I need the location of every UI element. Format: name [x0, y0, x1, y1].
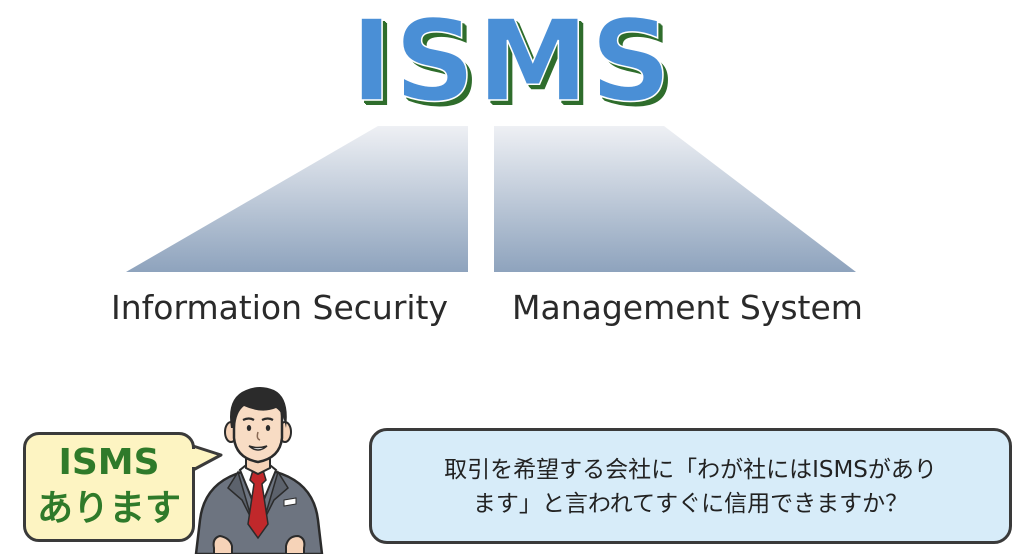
speech-bubble: ISMS あります [23, 432, 195, 542]
caption-management-system: Management System [512, 288, 863, 327]
question-line-2: ます」と言われてすぐに信用できますか？ [472, 491, 909, 517]
question-line-1: 取引を希望する会社に「わが社にはISMSがあり [444, 457, 937, 483]
bubble-line-isms: ISMS [58, 442, 160, 483]
road-right-half [494, 126, 856, 272]
question-box: 取引を希望する会社に「わが社にはISMSがあり ます」と言われてすぐに信用できま… [369, 428, 1012, 544]
isms-title: ISMS [350, 0, 674, 127]
bubble-line-arimasu: あります [36, 488, 181, 529]
caption-information-security: Information Security [111, 288, 449, 327]
road-left-half [126, 126, 468, 272]
